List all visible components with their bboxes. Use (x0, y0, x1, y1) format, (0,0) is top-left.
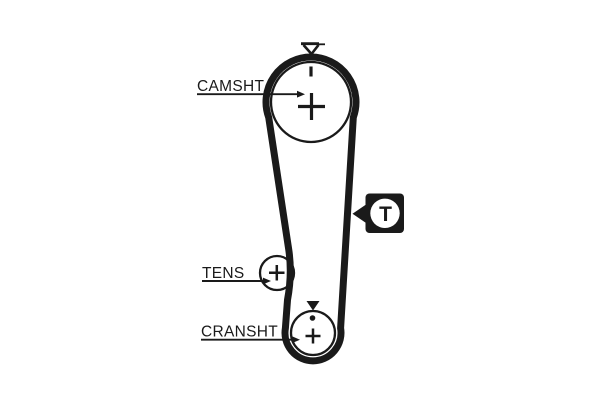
camshaft-callout: CAMSHT (197, 78, 305, 98)
camshaft-v-arrow-icon (301, 42, 325, 57)
crankshaft-leader-arrow-icon (292, 336, 300, 344)
badge-letter: T (379, 203, 392, 226)
badge-circle (370, 198, 400, 228)
crankshaft-triangle-mark-icon (306, 301, 320, 311)
tensioner-badge: T (352, 193, 404, 233)
timing-belt (262, 53, 360, 365)
camshaft-label: CAMSHT (197, 78, 264, 95)
tensioner-center-cross-icon (269, 265, 285, 281)
camshaft-pulley (269, 60, 353, 144)
crankshaft-callout: CRANSHT (201, 324, 300, 344)
crankshaft-label: CRANSHT (201, 324, 278, 341)
camshaft-leader-arrow-icon (297, 90, 305, 98)
crankshaft-center-cross-icon (305, 328, 321, 344)
crankshaft-pulley (289, 301, 337, 357)
crankshaft-dot-mark-icon (309, 315, 316, 321)
tensioner-leader-arrow-icon (263, 277, 271, 285)
camshaft-center-cross-icon (298, 93, 325, 120)
tensioner-label: TENS (202, 265, 245, 282)
tensioner-callout: TENS (202, 265, 271, 285)
badge-left-arrow-icon (352, 202, 369, 225)
